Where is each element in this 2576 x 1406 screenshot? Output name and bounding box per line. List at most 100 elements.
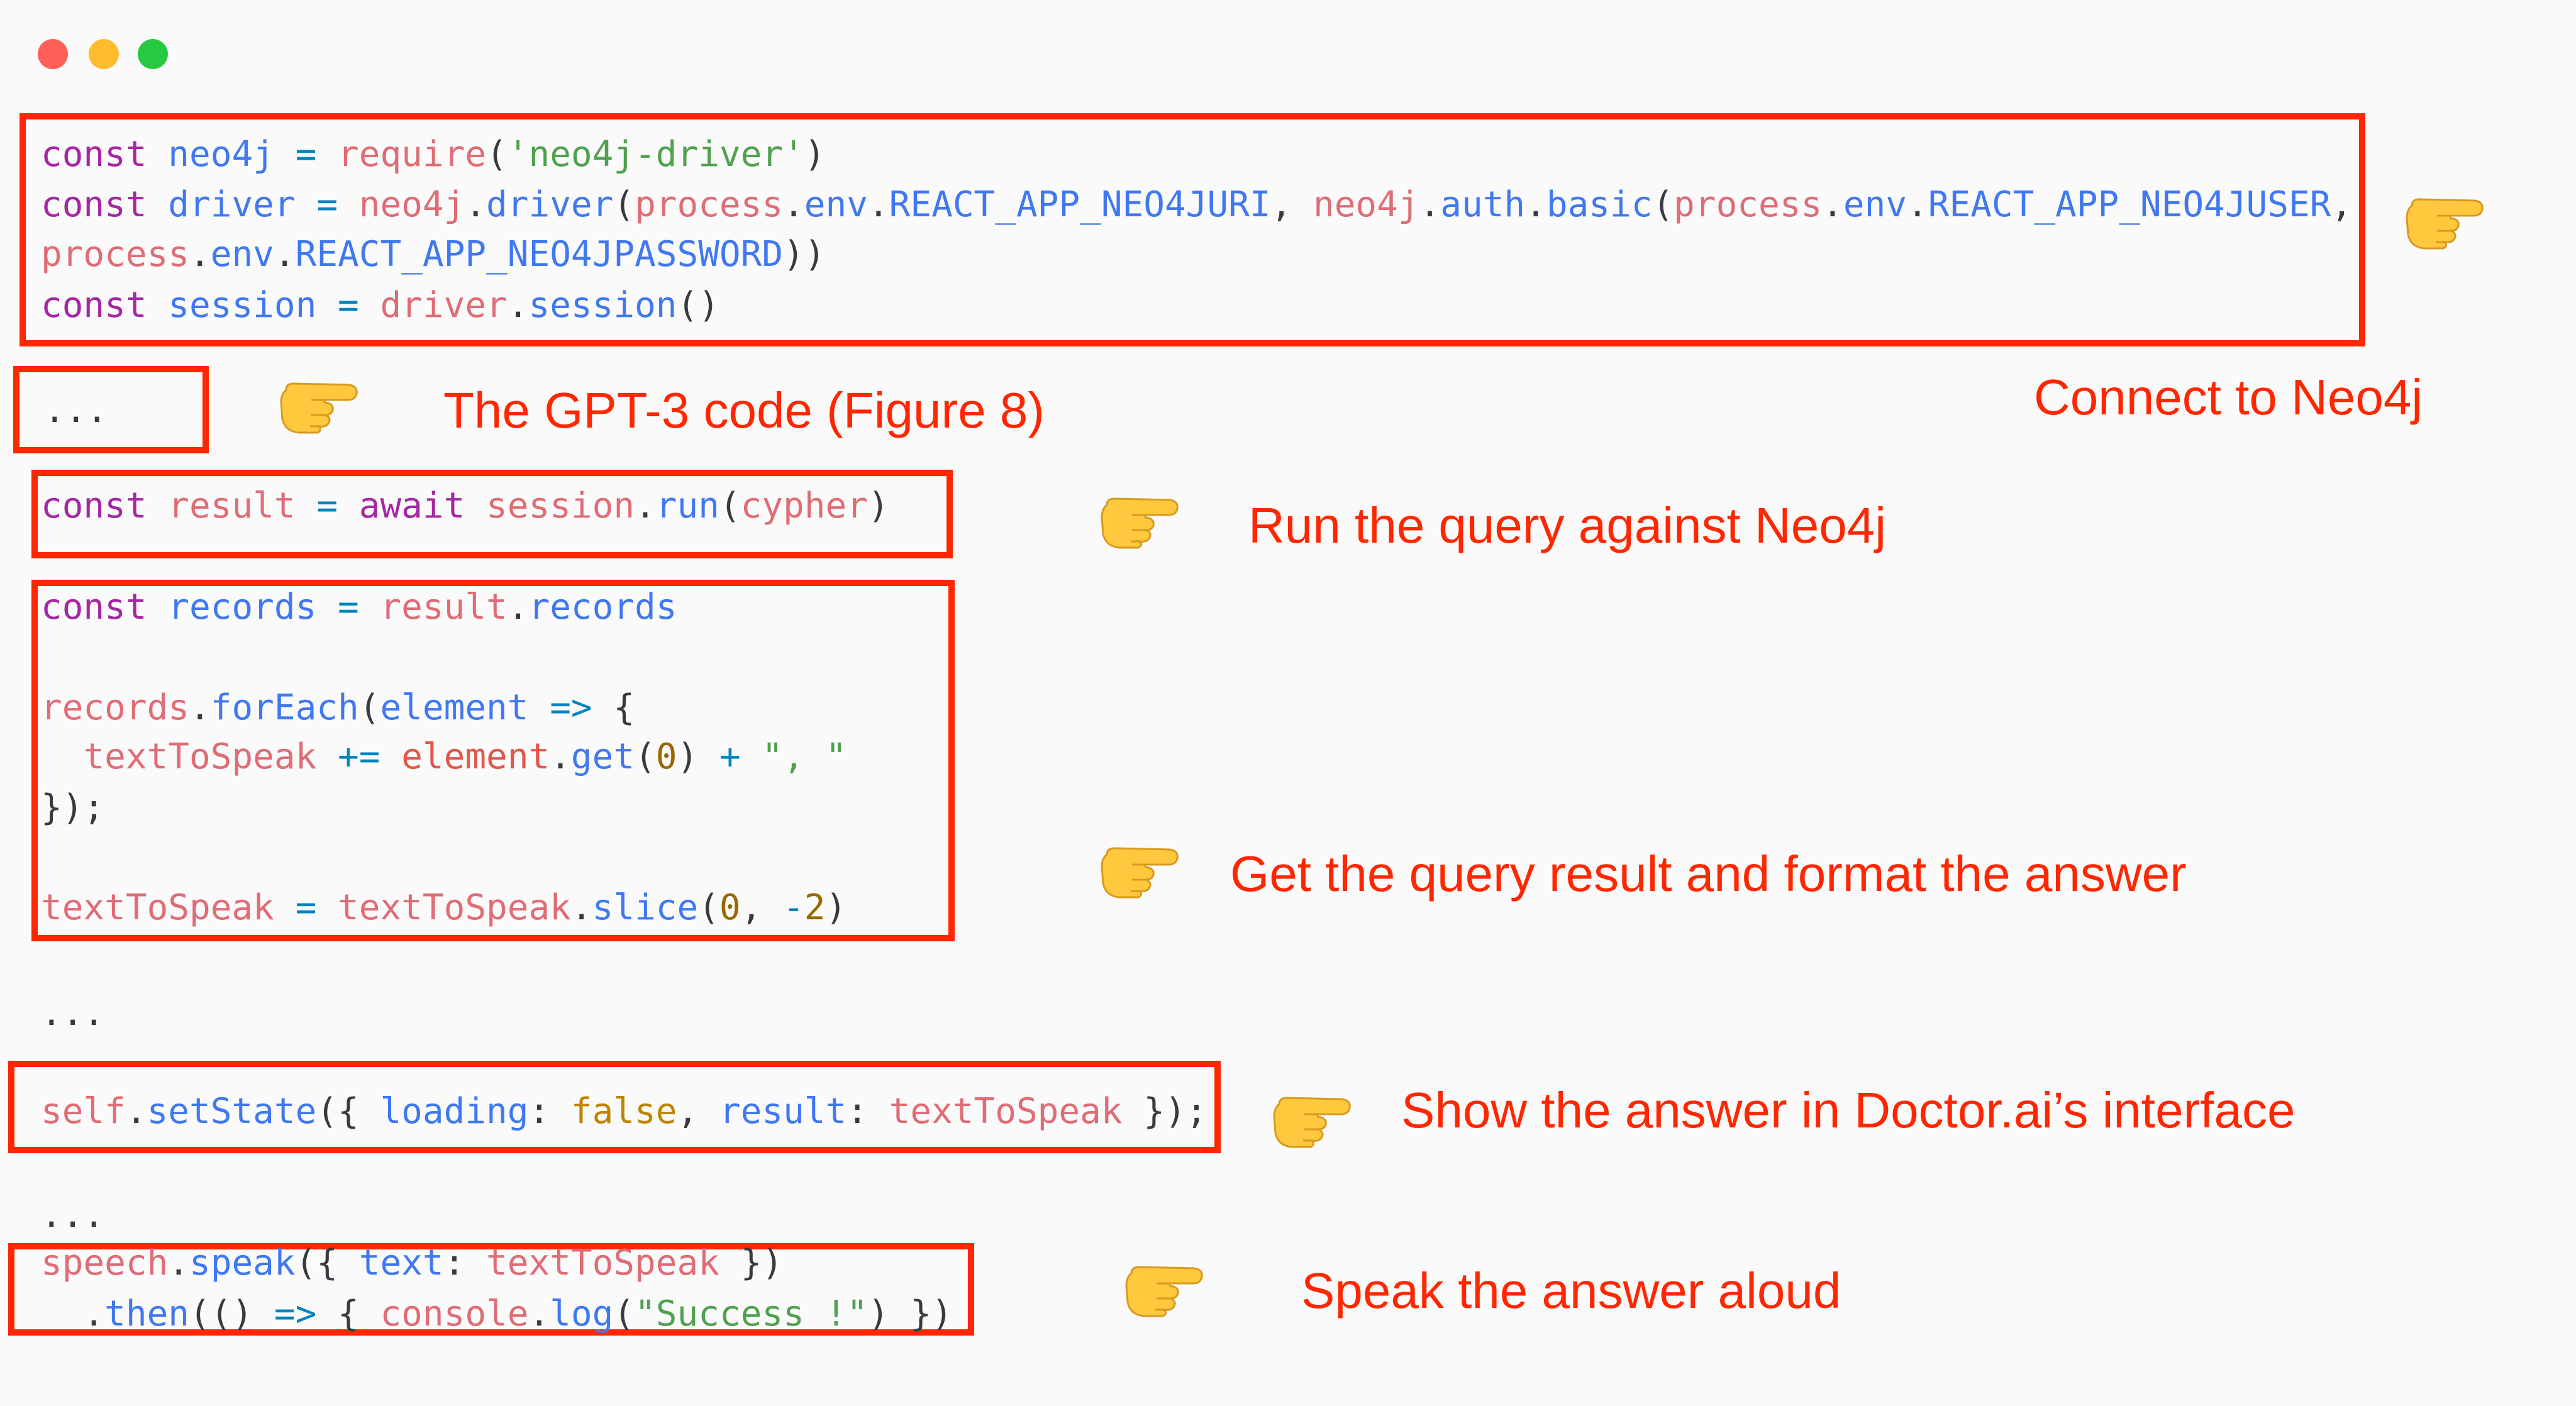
code-token-num: 0 — [655, 736, 677, 777]
code-token-pun: . — [125, 1091, 147, 1132]
code-token-pun: ( — [358, 687, 380, 728]
pointing-hand-icon — [1267, 1085, 1355, 1148]
code-token-op: = — [316, 184, 338, 225]
code-token-pun: : — [528, 1091, 571, 1132]
code-token-fn: REACT_APP_NEO4JURI — [889, 184, 1271, 225]
code-token-pun: . — [867, 184, 889, 225]
code-token-pun — [316, 285, 338, 326]
code-token-obj: textToSpeak — [338, 887, 571, 928]
code-token-pun — [741, 736, 762, 777]
code-token-kw: const — [41, 587, 147, 628]
code-token-pun: , — [740, 887, 784, 928]
pointing-hand-icon — [1094, 836, 1182, 899]
maximize-button[interactable] — [138, 39, 168, 69]
annotation-run: Run the query against Neo4j — [1248, 497, 1886, 553]
highlight-box-show — [8, 1061, 1221, 1153]
code-token-pun: () — [677, 285, 719, 326]
code-token-pun — [147, 285, 169, 326]
code-token-pun: ( — [1652, 184, 1674, 225]
code-token-fn: slice — [592, 887, 699, 928]
code-token-fn: driver — [486, 184, 614, 225]
code-token-pun: (() — [189, 1293, 274, 1334]
code-token-pun: ( — [698, 887, 719, 928]
code-line: const driver = neo4j.driver(process.env.… — [41, 180, 2352, 230]
code-token-pun: ( — [719, 485, 741, 526]
code-token-pun — [359, 285, 380, 326]
code-token-pun: { — [316, 1293, 380, 1334]
annotation-gpt3: The GPT-3 code (Figure 8) — [443, 382, 1045, 438]
code-token-pun: ) — [677, 736, 719, 777]
code-token-pun: . — [635, 485, 656, 526]
code-token-pun: . — [41, 1293, 105, 1334]
code-token-fn: then — [104, 1293, 190, 1334]
code-token-pun: ( — [635, 736, 656, 777]
highlight-box-run — [31, 470, 953, 558]
code-token-pun: ({ — [316, 1091, 380, 1132]
code-token-pun — [359, 587, 380, 628]
code-token-obj: textToSpeak — [41, 887, 274, 928]
code-line: textToSpeak = textToSpeak.slice(0, -2) — [41, 883, 847, 933]
code-token-pun: . — [1419, 184, 1441, 225]
code-token-str: ", " — [762, 736, 847, 777]
code-token-obj: textToSpeak — [83, 736, 317, 777]
code-token-pun: ... — [44, 390, 108, 431]
code-token-pun: . — [1907, 184, 1928, 225]
code-token-fn: session — [528, 285, 677, 326]
code-token-fn: records — [528, 587, 677, 628]
code-token-kw: const — [41, 134, 147, 175]
code-token-pun — [316, 134, 338, 175]
code-line: ... — [41, 988, 104, 1039]
code-token-obj: process — [1674, 184, 1823, 225]
code-line: speech.speak({ text: textToSpeak }) — [41, 1238, 783, 1288]
code-token-fn: auth — [1440, 184, 1526, 225]
code-token-pun — [296, 184, 317, 225]
code-line: const result = await session.run(cypher) — [41, 481, 889, 531]
code-token-obj: self — [41, 1091, 126, 1132]
code-token-var: neo4j — [168, 134, 274, 175]
code-token-pun: . — [507, 285, 529, 326]
code-token-var: driver — [168, 184, 296, 225]
close-button[interactable] — [38, 39, 68, 69]
code-token-pun: . — [570, 887, 592, 928]
code-token-fn: basic — [1546, 184, 1653, 225]
code-token-op: += — [338, 736, 380, 777]
code-token-op: = — [338, 285, 359, 326]
code-token-pun — [380, 736, 401, 777]
code-token-op: = — [338, 587, 359, 628]
code-token-fn: env — [1843, 184, 1907, 225]
code-token-pun: }); — [41, 787, 105, 828]
code-token-pun: ) — [867, 485, 889, 526]
code-token-pun: . — [550, 736, 571, 777]
code-token-pun — [147, 184, 169, 225]
code-line: process.env.REACT_APP_NEO4JPASSWORD)) — [41, 230, 826, 280]
code-token-pun — [147, 587, 169, 628]
code-token-fn: env — [210, 234, 274, 275]
code-token-bool: false — [570, 1091, 677, 1132]
code-token-pun: . — [168, 1243, 190, 1283]
code-token-pun: . — [189, 687, 211, 728]
code-token-pun: ... — [41, 993, 105, 1034]
code-token-op: = — [295, 887, 317, 928]
code-token-loc: element — [401, 736, 550, 777]
code-token-pun: . — [507, 587, 529, 628]
highlight-box-format — [31, 580, 955, 941]
code-token-str: 'neo4j-driver' — [507, 134, 804, 175]
code-token-pun: ({ — [295, 1243, 359, 1283]
code-token-pun: )) — [783, 234, 826, 275]
code-token-obj: console — [380, 1293, 529, 1334]
pointing-hand-icon — [1094, 486, 1182, 549]
code-token-op: => — [550, 687, 592, 728]
code-token-fn: loading — [380, 1091, 529, 1132]
code-token-pun: , — [677, 1091, 719, 1132]
code-token-pun — [316, 587, 338, 628]
code-token-obj: neo4j — [358, 184, 465, 225]
minimize-button[interactable] — [89, 39, 119, 69]
highlight-box-speak — [8, 1243, 974, 1336]
code-token-op: = — [295, 134, 317, 175]
code-token-pun: . — [783, 184, 804, 225]
code-token-fn: speak — [189, 1243, 296, 1283]
code-token-fn: REACT_APP_NEO4JUSER — [1928, 184, 2331, 225]
code-token-pun — [316, 887, 338, 928]
code-line: ... — [44, 385, 108, 436]
code-token-pun: ) — [804, 134, 826, 175]
